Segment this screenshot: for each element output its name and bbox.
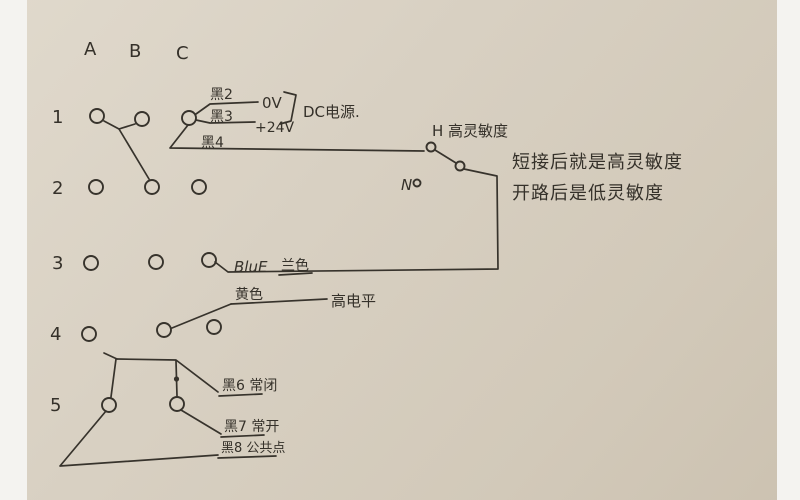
switch-blade [434, 149, 457, 164]
wire-5b-to-black7 [180, 409, 222, 435]
terminal-5a [101, 397, 117, 413]
wire-row5-vertical-a [110, 358, 117, 398]
junction-dot [173, 376, 180, 382]
terminal-3a [83, 255, 99, 271]
label-black8: 黑8 公共点 [221, 441, 285, 456]
black8-underline [217, 455, 277, 459]
switch-contact-lower [454, 160, 466, 172]
note-open-circuit: 开路后是低灵敏度 [512, 183, 664, 204]
label-black2: 黑2 [210, 87, 233, 103]
wire-row1-a-to-b [103, 120, 136, 130]
terminal-2b [144, 179, 160, 195]
label-0v: 0V [262, 94, 283, 112]
photo-edge-right [777, 0, 800, 500]
wire-black3-24v [195, 119, 256, 124]
n-open-circle [412, 178, 422, 188]
label-high-level: 高电平 [331, 292, 376, 310]
label-yellow: 黄色 [235, 286, 263, 303]
wire-row5-tick [103, 352, 118, 360]
row-number-4: 4 [50, 324, 61, 345]
wire-yellow-high-level [230, 298, 328, 305]
black7-underline [220, 434, 265, 438]
dc-power-bracket [279, 91, 297, 125]
terminal-4c [206, 319, 222, 335]
terminal-4b [156, 322, 172, 338]
wire-switch-to-row3c [214, 168, 499, 273]
row-number-3: 3 [52, 253, 63, 274]
column-label-a: A [84, 39, 97, 60]
label-blue-en: BluE [234, 258, 268, 276]
label-black7: 黑7 常开 [224, 419, 279, 435]
label-24v: +24V [255, 120, 295, 136]
label-dc-power: DC电源. [303, 103, 360, 121]
label-black4: 黑4 [201, 135, 224, 151]
terminal-1c [181, 110, 197, 126]
blue-label-underline [278, 272, 313, 276]
label-black6: 黑6 常闭 [222, 378, 277, 394]
wire-row5-to-black6 [116, 358, 219, 393]
terminal-4a [81, 326, 97, 342]
wire-yellow-to-row4b [171, 303, 232, 329]
terminal-5b [169, 396, 185, 412]
wire-black4 [169, 124, 425, 152]
row-number-2: 2 [52, 178, 63, 199]
terminal-2a [88, 179, 104, 195]
black6-underline [218, 393, 263, 397]
label-black3: 黑3 [210, 109, 233, 125]
label-blue-cn: 兰色 [281, 257, 309, 274]
wire-black2-0v [195, 101, 259, 115]
photo-edge-left [0, 0, 27, 500]
wire-row1-to-row2b [118, 128, 150, 180]
row-number-1: 1 [52, 107, 63, 128]
column-label-b: B [129, 41, 141, 62]
row-number-5: 5 [50, 395, 61, 416]
column-label-c: C [176, 43, 189, 64]
terminal-1a [89, 108, 105, 124]
switch-contact-upper [425, 141, 437, 153]
label-h-sensitivity: H 高灵敏度 [432, 122, 508, 140]
terminal-2c [191, 179, 207, 195]
label-n-open: N [401, 176, 412, 194]
wire-5a-to-black8 [59, 410, 219, 467]
note-short-circuit: 短接后就是高灵敏度 [512, 152, 683, 173]
terminal-3c [201, 252, 217, 268]
terminal-3b [148, 254, 164, 270]
terminal-1b [134, 111, 150, 127]
